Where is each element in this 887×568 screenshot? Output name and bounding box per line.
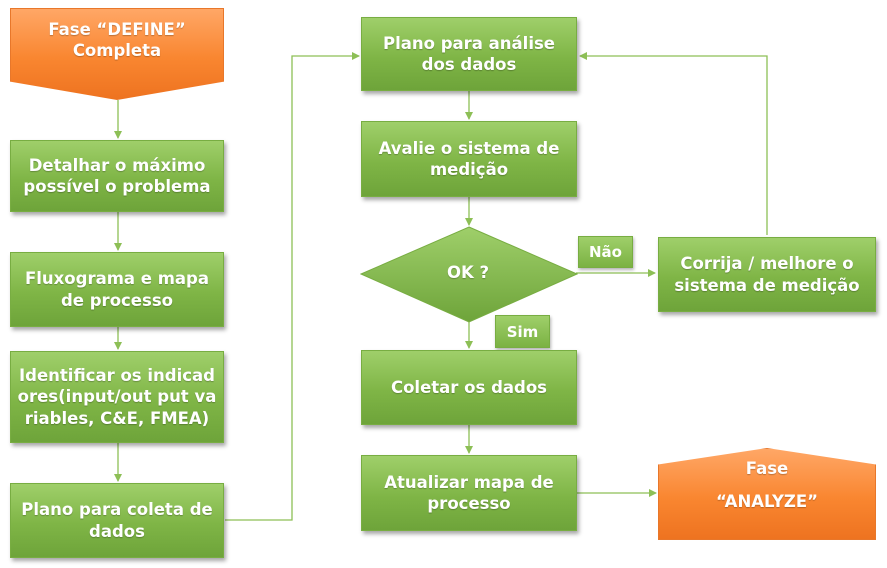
yes-label: Sim <box>506 322 539 341</box>
fix-measurement-label: Corrija / melhore o sistema de medição <box>674 254 860 295</box>
identify-indicators-label: Identificar os indicadores(input/out put… <box>17 365 217 428</box>
analysis-plan-label: Plano para análise dos dados <box>382 33 555 74</box>
yes-label-tag: Sim <box>495 315 550 348</box>
end-node-line1: Fase <box>745 459 789 478</box>
end-node-line2: “ANALYZE” <box>715 492 819 512</box>
start-node: Fase “DEFINE” Completa <box>10 8 224 100</box>
collection-plan-step: Plano para coleta de dados <box>10 483 224 558</box>
evaluate-measurement-step: Avalie o sistema de medição <box>361 121 577 197</box>
decision-label: OK ? <box>447 263 490 282</box>
fix-measurement-step: Corrija / melhore o sistema de medição <box>658 237 876 312</box>
start-node-label: Fase “DEFINE” Completa <box>48 20 186 61</box>
flowchart-map-step: Fluxograma e mapa de processo <box>10 252 224 327</box>
decision-diamond <box>360 226 578 323</box>
arrow-plan-to-analysis <box>225 52 360 521</box>
end-node: Fase “ANALYZE” <box>658 448 876 540</box>
no-label-tag: Não <box>578 236 633 268</box>
collect-data-step: Coletar os dados <box>361 350 577 425</box>
update-map-step: Atualizar mapa de processo <box>361 455 577 531</box>
collect-data-label: Coletar os dados <box>390 377 547 397</box>
identify-indicators-step: Identificar os indicadores(input/out put… <box>10 351 224 443</box>
evaluate-measurement-label: Avalie o sistema de medição <box>378 138 560 179</box>
collection-plan-label: Plano para coleta de dados <box>21 500 213 541</box>
analysis-plan-step: Plano para análise dos dados <box>361 17 577 91</box>
arrow-fix-to-analysis <box>579 52 768 235</box>
flowchart-map-label: Fluxograma e mapa de processo <box>24 269 209 310</box>
no-label: Não <box>589 243 622 261</box>
detail-problem-step: Detalhar o máximo possível o problema <box>10 140 224 212</box>
update-map-label: Atualizar mapa de processo <box>384 472 554 513</box>
detail-problem-label: Detalhar o máximo possível o problema <box>23 155 211 196</box>
